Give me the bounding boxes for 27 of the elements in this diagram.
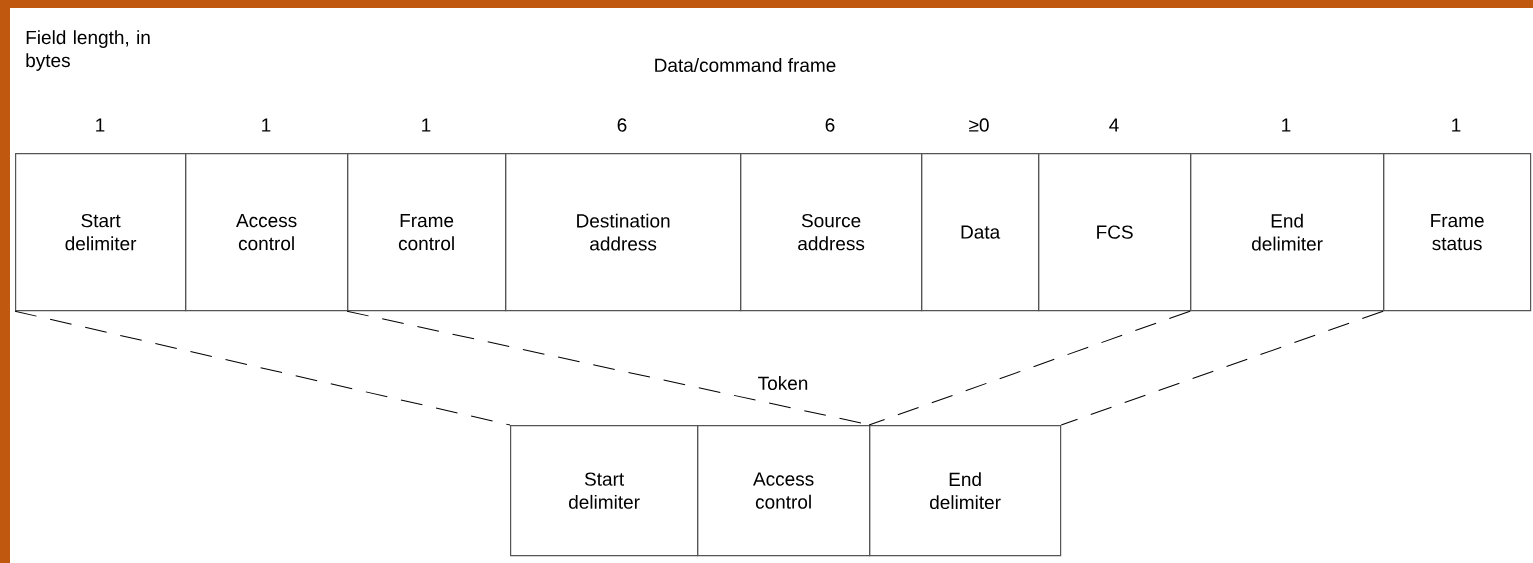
- field-length: 1: [96, 118, 105, 132]
- field-cell: Data: [921, 153, 1040, 312]
- dashed-line: [1060, 310, 1384, 426]
- field-length: 6: [825, 118, 835, 132]
- field-length: 1: [1452, 118, 1461, 132]
- field-cell: Source address: [740, 153, 923, 312]
- field-cell: End delimiter: [1190, 153, 1385, 312]
- dashed-line: [14, 310, 511, 426]
- field-length: 1: [262, 118, 271, 132]
- text-label: Token: [758, 376, 808, 390]
- field-cell: Start delimiter: [15, 153, 187, 312]
- diagram-title: Data/command frame: [655, 58, 836, 72]
- field-length: 4: [1109, 118, 1119, 132]
- dashed-line: [868, 310, 1191, 426]
- field-cell: Access control: [185, 153, 349, 312]
- field-cell: Frame control: [347, 153, 507, 312]
- field-length: 1: [422, 118, 431, 132]
- field-cell: FCS: [1038, 153, 1192, 312]
- field-length: 6: [617, 118, 627, 132]
- field-length: ≥0: [969, 118, 989, 132]
- text-label: Field length, in bytes: [26, 30, 150, 71]
- field-cell: Access control: [697, 425, 871, 557]
- field-cell: Frame status: [1383, 153, 1532, 312]
- field-length: 1: [1282, 118, 1291, 132]
- field-cell: Start delimiter: [510, 425, 699, 557]
- field-cell: End delimiter: [869, 425, 1062, 557]
- field-cell: Destination address: [505, 153, 742, 312]
